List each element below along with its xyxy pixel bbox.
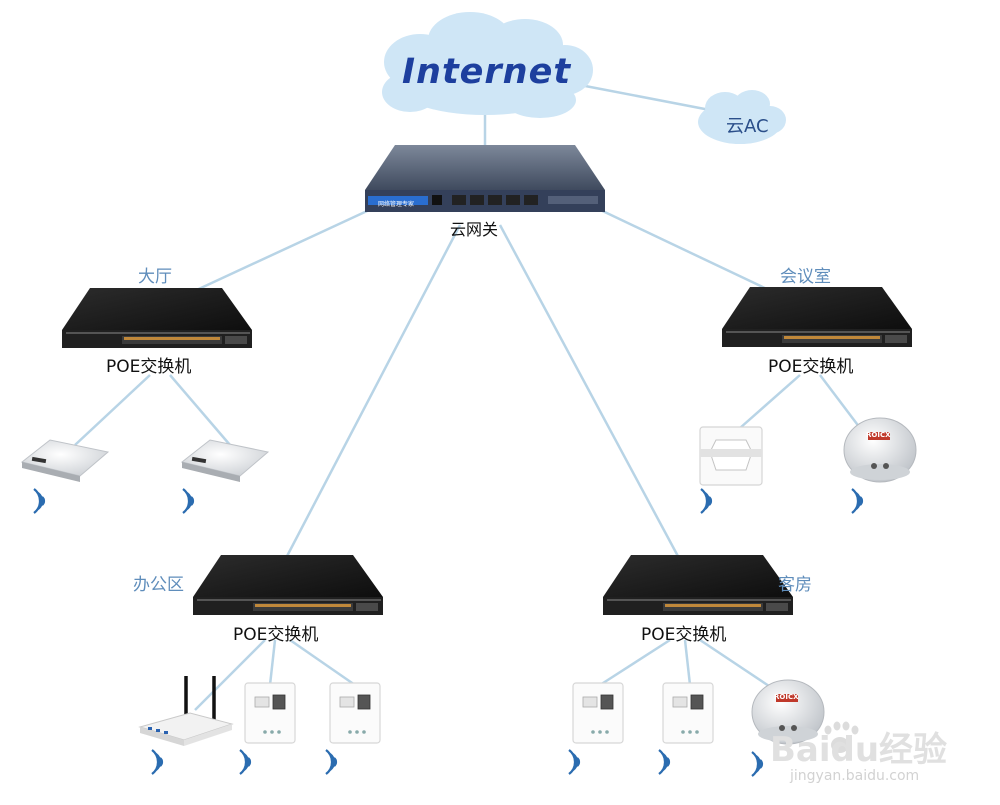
meeting-dome-ap — [843, 417, 917, 483]
office-panel-ap-2 — [329, 682, 381, 744]
switch-lobby — [62, 288, 252, 348]
switch-label-lobby: POE交换机 — [106, 357, 192, 377]
switch-label-guest-room: POE交换机 — [641, 625, 727, 645]
link-gateway-lobby — [174, 203, 381, 302]
link-guest-plate1 — [599, 638, 671, 687]
lobby-ap-2 — [180, 439, 270, 482]
link-office-plate1 — [268, 639, 277, 686]
link-internet-cloudac — [579, 83, 711, 112]
link-meeting-dome — [819, 374, 861, 429]
watermark-url: jingyan.baidu.com — [790, 768, 920, 784]
switch-label-office: POE交换机 — [233, 625, 319, 645]
link-meeting-plate — [739, 374, 801, 429]
wifi-icon — [699, 487, 713, 515]
zone-label-guest-room: 客房 — [778, 575, 812, 595]
link-lobby-ap2 — [169, 374, 231, 446]
wifi-icon — [567, 748, 581, 776]
zone-label-meeting-room: 会议室 — [780, 267, 831, 287]
cloud-ac-cloud — [698, 90, 786, 144]
guest-panel-ap-1 — [572, 682, 624, 744]
office-router — [138, 676, 234, 746]
link-gateway-office — [283, 224, 462, 561]
link-office-plate2 — [289, 638, 356, 687]
meeting-panel-ap — [699, 426, 763, 486]
switch-office — [193, 555, 383, 615]
wifi-icon — [181, 487, 195, 515]
zone-label-office: 办公区 — [133, 575, 184, 595]
gateway-device — [365, 145, 605, 212]
internet-cloud — [382, 12, 593, 118]
switch-label-meeting-room: POE交换机 — [768, 357, 854, 377]
meeting-ap-brand: ROICX — [866, 431, 891, 439]
gateway-label: 云网关 — [450, 220, 499, 239]
gateway-front-text: 网络管理专家 — [378, 201, 415, 208]
internet-label: Internet — [402, 52, 572, 92]
wifi-icon — [324, 748, 338, 776]
switch-guest — [603, 555, 793, 615]
baidu-paw-icon — [824, 721, 859, 753]
office-panel-ap-1 — [244, 682, 296, 744]
zone-label-lobby: 大厅 — [138, 267, 172, 287]
switch-meeting — [722, 287, 912, 347]
lobby-ap-1 — [20, 439, 110, 482]
link-gateway-meeting — [589, 203, 791, 302]
wifi-icon — [238, 748, 252, 776]
link-lobby-ap1 — [74, 374, 151, 446]
guest-panel-ap-2 — [662, 682, 714, 744]
guest-ap-brand: ROICX — [774, 693, 799, 701]
guest-dome-ap — [751, 679, 825, 745]
wifi-icon — [32, 487, 46, 515]
link-office-router — [194, 639, 266, 711]
watermark-brand: Baidu经验 — [770, 730, 948, 770]
cloud-ac-label: 云AC — [726, 116, 769, 137]
link-guest-plate2 — [683, 639, 692, 686]
link-guest-dome — [699, 638, 776, 692]
wifi-icon — [850, 487, 864, 515]
wifi-icon — [150, 748, 164, 776]
links — [74, 83, 861, 711]
wifi-icon — [657, 748, 671, 776]
wifi-icon — [750, 750, 764, 778]
link-gateway-guest — [498, 224, 682, 561]
